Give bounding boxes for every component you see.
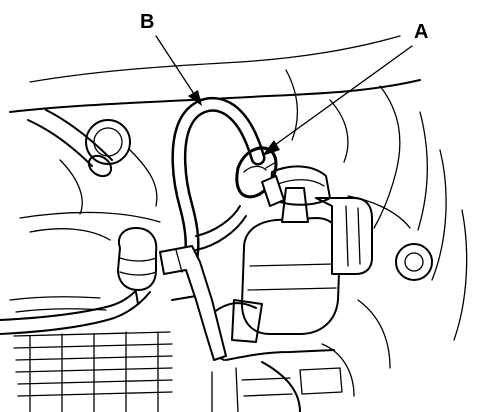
engine-background-contours: [9, 35, 468, 341]
lower-bracket: [171, 295, 391, 412]
vacuum-hose: [171, 96, 266, 270]
sensor-housing: [241, 165, 373, 335]
hose-bracket: [159, 245, 227, 361]
callout-a-arrowhead: [262, 140, 280, 156]
callout-a-leader: [262, 45, 413, 156]
callout-a-label: A: [414, 21, 428, 43]
upper-left-tube: [27, 109, 113, 178]
callout-b-arrowhead: [188, 90, 202, 106]
callout-b-leader: [155, 35, 202, 106]
mounting-bolt: [395, 243, 433, 281]
radiator-grille: [9, 296, 173, 412]
hose-clamp: [117, 227, 158, 305]
sensor-connector: [235, 146, 285, 207]
lower-left-line: [0, 283, 151, 335]
circular-boss: [85, 119, 131, 165]
callout-b-label: B: [140, 11, 154, 33]
